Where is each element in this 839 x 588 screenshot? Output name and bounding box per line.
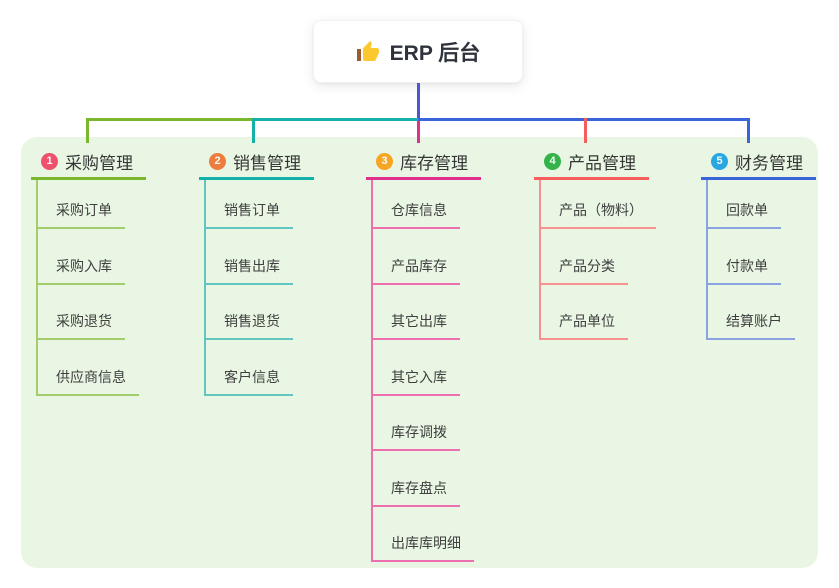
branch-number-badge: 3 — [376, 153, 393, 170]
child-node[interactable]: 产品单位 — [541, 285, 628, 340]
child-node[interactable]: 出库库明细 — [373, 507, 474, 562]
branch-number-badge: 1 — [41, 153, 58, 170]
branch-finance: 5 财务管理 回款单 付款单 结算账户 — [701, 146, 839, 340]
branch-children: 采购订单 采购入库 采购退货 供应商信息 — [36, 180, 139, 396]
connector-bus-sales — [253, 118, 419, 121]
connector-drop-finance — [747, 118, 750, 143]
branch-title-label: 销售管理 — [233, 154, 301, 173]
branch-purchase: 1 采购管理 采购订单 采购入库 采购退货 供应商信息 — [31, 146, 191, 396]
child-node[interactable]: 库存调拨 — [373, 396, 460, 451]
root-node[interactable]: ERP 后台 — [313, 20, 523, 83]
branch-inventory: 3 库存管理 仓库信息 产品库存 其它出库 其它入库 库存调拨 库存盘点 出库库… — [366, 146, 526, 562]
branch-node-product[interactable]: 4 产品管理 — [534, 146, 649, 180]
branch-title-label: 财务管理 — [735, 154, 803, 173]
child-node[interactable]: 仓库信息 — [373, 180, 460, 229]
child-node[interactable]: 采购订单 — [38, 180, 125, 229]
root-connector-line — [417, 83, 420, 120]
thumbs-up-icon — [356, 40, 379, 61]
branch-children: 回款单 付款单 结算账户 — [706, 180, 795, 340]
connector-drop-inventory — [417, 121, 420, 143]
child-node[interactable]: 采购退货 — [38, 285, 125, 340]
branch-children: 销售订单 销售出库 销售退货 客户信息 — [204, 180, 293, 396]
branch-children: 产品（物料） 产品分类 产品单位 — [539, 180, 656, 340]
branch-title-label: 产品管理 — [568, 154, 636, 173]
branch-node-inventory[interactable]: 3 库存管理 — [366, 146, 481, 180]
child-node[interactable]: 产品库存 — [373, 229, 460, 285]
branch-product: 4 产品管理 产品（物料） 产品分类 产品单位 — [534, 146, 694, 340]
child-node[interactable]: 回款单 — [708, 180, 781, 229]
child-node[interactable]: 其它出库 — [373, 285, 460, 340]
child-node[interactable]: 供应商信息 — [38, 340, 139, 396]
connector-bus-purchase — [88, 118, 255, 121]
branch-title-label: 库存管理 — [400, 154, 468, 173]
branch-number-badge: 5 — [711, 153, 728, 170]
child-node[interactable]: 客户信息 — [206, 340, 293, 396]
branch-node-finance[interactable]: 5 财务管理 — [701, 146, 816, 180]
branch-title-label: 采购管理 — [65, 154, 133, 173]
child-node[interactable]: 销售退货 — [206, 285, 293, 340]
branch-node-purchase[interactable]: 1 采购管理 — [31, 146, 146, 180]
mindmap-background-panel — [21, 137, 818, 568]
child-node[interactable]: 采购入库 — [38, 229, 125, 285]
child-node[interactable]: 其它入库 — [373, 340, 460, 396]
connector-drop-sales — [252, 118, 255, 143]
branch-children: 仓库信息 产品库存 其它出库 其它入库 库存调拨 库存盘点 出库库明细 — [371, 180, 474, 562]
child-node[interactable]: 库存盘点 — [373, 451, 460, 507]
child-node[interactable]: 产品分类 — [541, 229, 628, 285]
branch-number-badge: 4 — [544, 153, 561, 170]
child-node[interactable]: 产品（物料） — [541, 180, 656, 229]
branch-node-sales[interactable]: 2 销售管理 — [199, 146, 314, 180]
child-node[interactable]: 销售出库 — [206, 229, 293, 285]
child-node[interactable]: 销售订单 — [206, 180, 293, 229]
child-node[interactable]: 付款单 — [708, 229, 781, 285]
root-title: ERP 后台 — [389, 41, 481, 65]
branch-sales: 2 销售管理 销售订单 销售出库 销售退货 客户信息 — [199, 146, 359, 396]
connector-drop-product — [584, 118, 587, 143]
branch-number-badge: 2 — [209, 153, 226, 170]
child-node[interactable]: 结算账户 — [708, 285, 795, 340]
connector-drop-purchase — [86, 118, 89, 143]
